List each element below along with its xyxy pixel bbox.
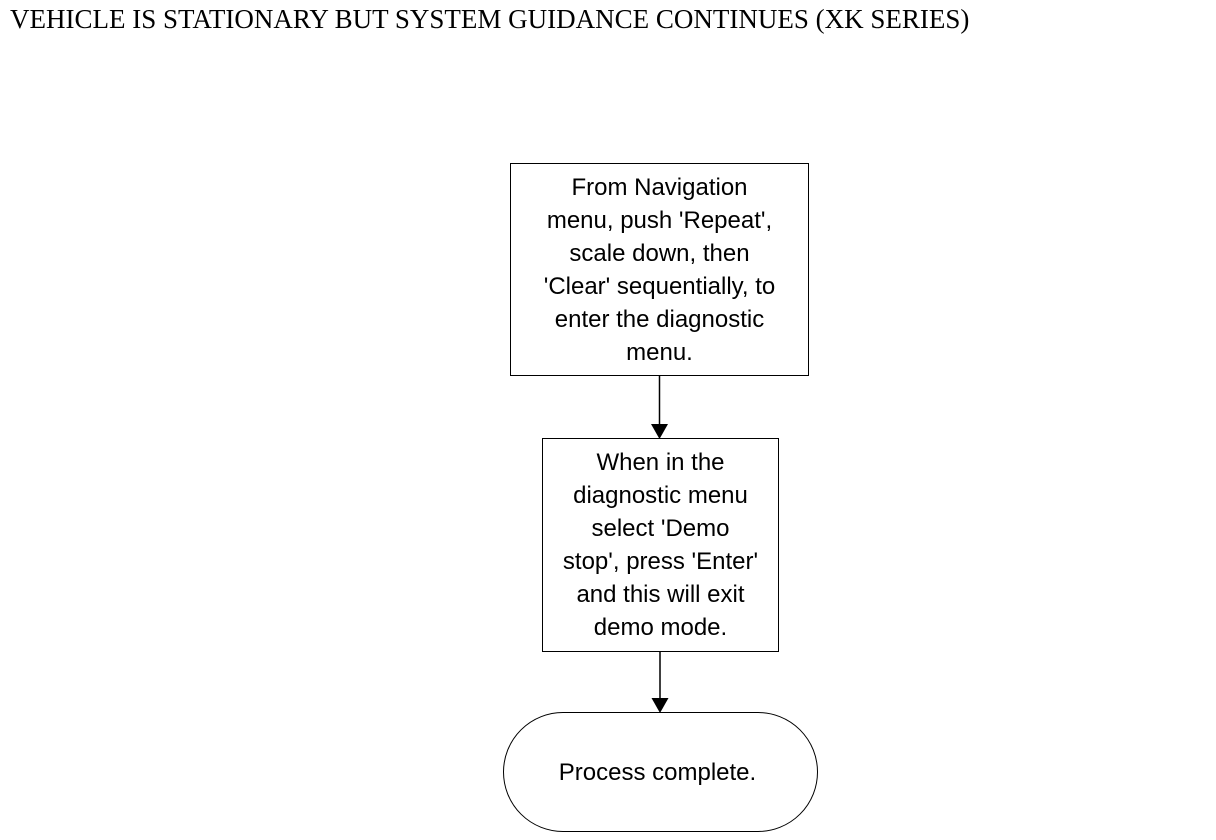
step-text: When in the diagnostic menu select 'Demo… <box>562 449 759 641</box>
arrow-step2-to-terminal-head <box>651 698 669 713</box>
step-text: From Navigation menu, push 'Repeat', sca… <box>543 173 776 366</box>
flowchart-terminal-process-complete: Process complete. <box>503 712 818 832</box>
flowchart-step-enter-diagnostic-menu: From Navigation menu, push 'Repeat', sca… <box>510 163 809 376</box>
arrow-step1-to-step2-head <box>651 424 668 439</box>
flowchart-step-demo-stop: When in the diagnostic menu select 'Demo… <box>542 438 779 652</box>
terminal-text: Process complete. <box>558 758 757 786</box>
diagram-title: VEHICLE IS STATIONARY BUT SYSTEM GUIDANC… <box>10 4 970 34</box>
